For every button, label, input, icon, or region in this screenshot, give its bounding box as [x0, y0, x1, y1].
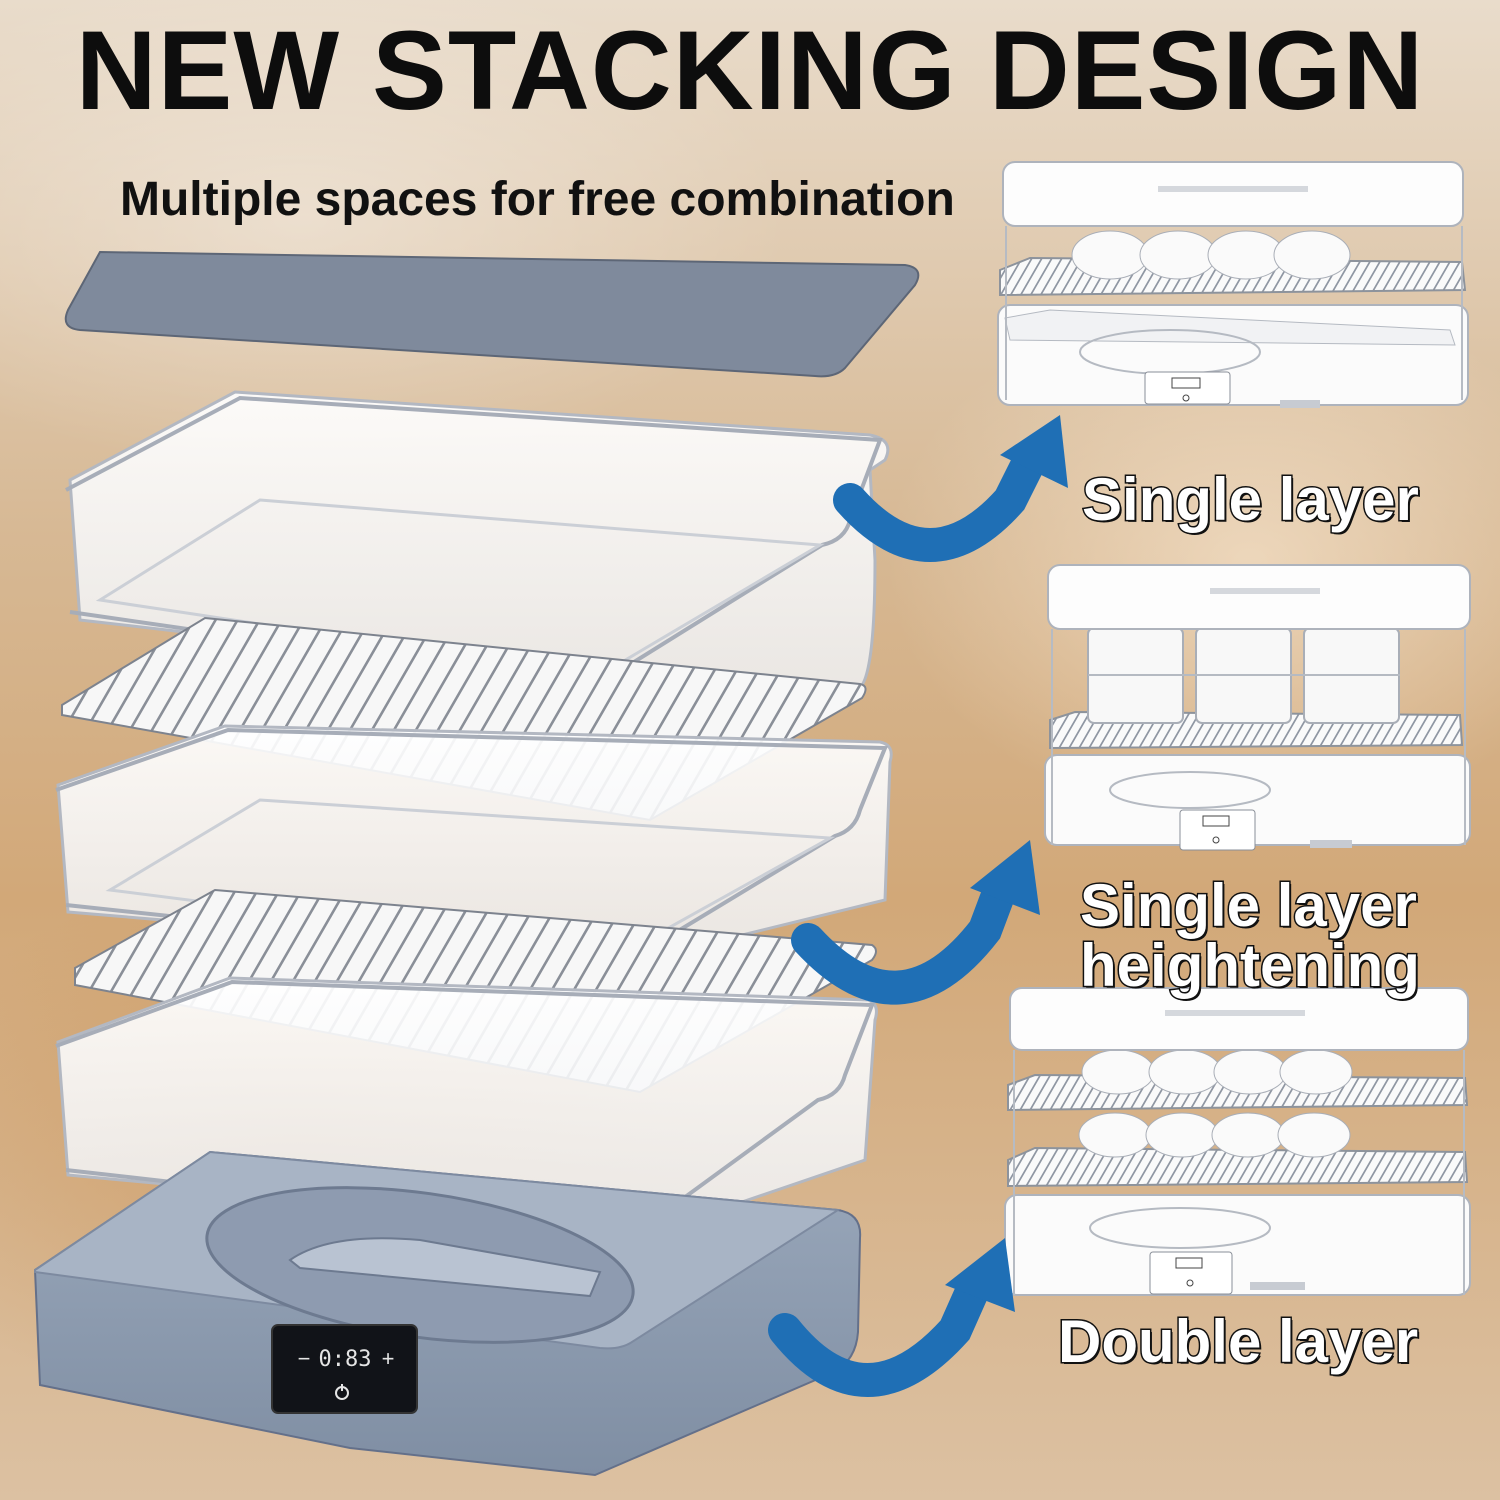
arrow-to-single [833, 415, 1068, 562]
page-subtitle: Multiple spaces for free combination [120, 173, 955, 226]
config-double-layer [1004, 987, 1471, 1296]
container-row [1087, 627, 1400, 724]
page-title: NEW STACKING DESIGN [75, 8, 1425, 133]
plus-button[interactable]: + [382, 1346, 395, 1371]
time-display: 0:83 [319, 1347, 372, 1372]
control-panel-face [271, 1324, 418, 1414]
minus-button[interactable]: − [298, 1346, 311, 1371]
label-double-layer: Double layer [1056, 1308, 1419, 1375]
egg-row-upper [1081, 1049, 1353, 1095]
config-single-heightening [1044, 564, 1471, 851]
arrow-to-heightening [791, 840, 1040, 1005]
arrow-to-double [768, 1238, 1015, 1397]
label-single-layer: Single layer [1081, 466, 1421, 533]
egg-row-lower [1078, 1112, 1351, 1158]
label-heightening-line1: Single layer [1079, 872, 1419, 939]
label-heightening-line2: heightening [1079, 932, 1422, 999]
base-unit [33, 1150, 862, 1477]
power-icon[interactable] [335, 1384, 349, 1400]
exploded-stack [33, 250, 920, 1477]
egg-row [1071, 230, 1351, 280]
lid [64, 250, 920, 378]
control-panel: − 0:83 + [271, 1324, 418, 1414]
config-single-layer [997, 161, 1469, 408]
label-single-layer-heightening: Single layer heightening [1079, 874, 1422, 999]
